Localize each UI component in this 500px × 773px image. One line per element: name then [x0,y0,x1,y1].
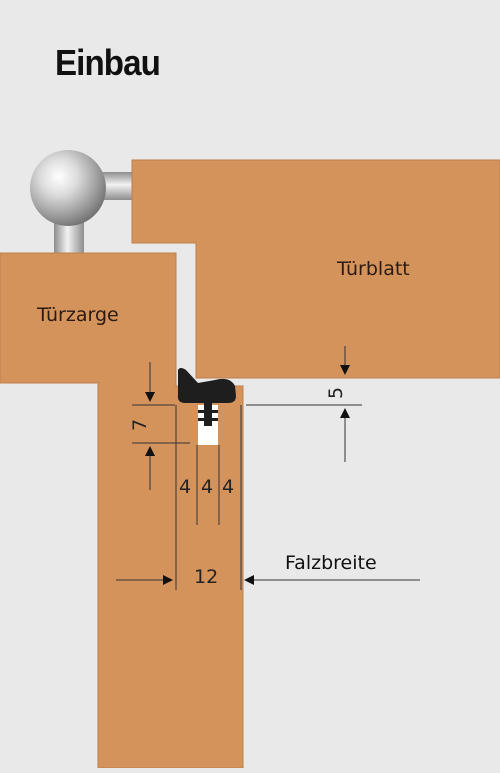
rebate-width-label: Falzbreite [285,552,377,574]
seal-profile-icon [177,368,236,426]
page-title: Einbau [55,42,161,83]
gap-dimension: 5 [325,386,348,400]
seal-height-dimension: 7 [129,418,152,432]
door-frame-label: Türzarge [37,304,119,326]
door-leaf-shape [131,159,500,379]
door-leaf-label: Türblatt [337,258,410,280]
rebate-dimension: 12 [194,566,219,588]
seal-segment-1: 4 [179,476,192,498]
seal-segment-2: 4 [201,476,214,498]
hinge-icon [30,150,136,256]
dimension-lines [116,346,420,590]
seal-segment-3: 4 [222,476,235,498]
